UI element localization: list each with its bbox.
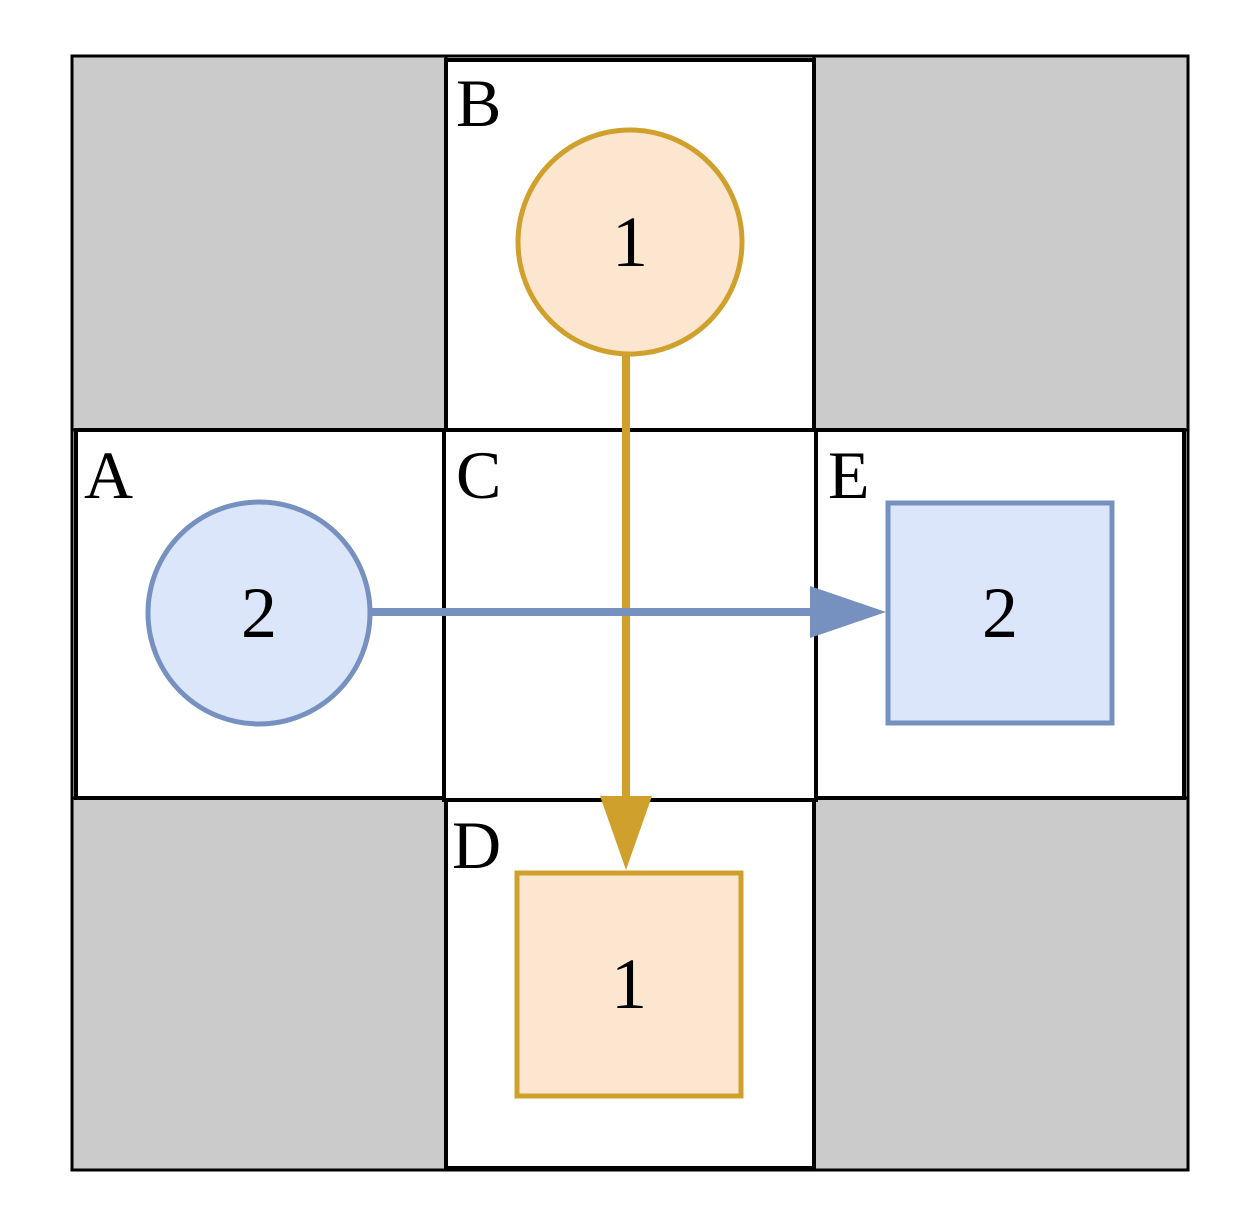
blocked-cell-top-left bbox=[70, 54, 448, 432]
agent1-goal-square bbox=[514, 870, 744, 1099]
cell-label-d: D bbox=[452, 807, 501, 883]
agent2-start-circle bbox=[145, 499, 373, 727]
agent2-path-arrowhead bbox=[810, 586, 886, 638]
agent1-goal-label: 1 bbox=[611, 944, 647, 1024]
agent2-start-label: 2 bbox=[241, 573, 277, 653]
cell-label-e: E bbox=[828, 437, 870, 513]
cell-label-a: A bbox=[84, 437, 133, 513]
agent1-path-arrowhead bbox=[600, 796, 652, 870]
cell-label-c: C bbox=[456, 437, 501, 513]
blocked-cell-bottom-right bbox=[812, 796, 1190, 1172]
agent2-goal-square bbox=[885, 500, 1115, 726]
blocked-cell-bottom-left bbox=[70, 796, 448, 1172]
agent1-start-circle bbox=[515, 127, 745, 357]
agent1-start-label: 1 bbox=[612, 202, 648, 282]
cell-label-b: B bbox=[456, 65, 501, 141]
agent2-goal-label: 2 bbox=[982, 573, 1018, 653]
blocked-cell-top-right bbox=[812, 54, 1190, 432]
